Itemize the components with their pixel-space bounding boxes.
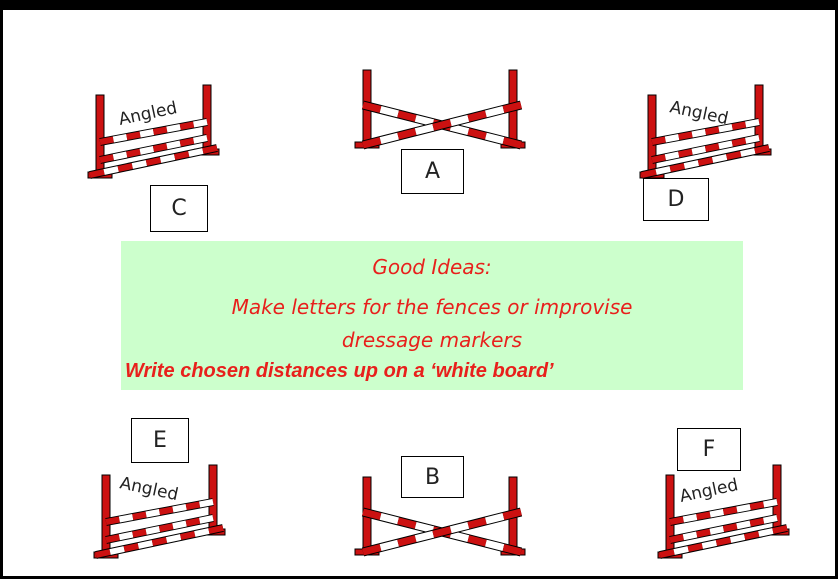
fence-e-angled: Angled	[91, 460, 231, 565]
ideas-line-3: Write chosen distances up on a ‘white bo…	[125, 360, 554, 383]
angled-fence-graphic: Angled	[637, 80, 777, 185]
fence-letter-e: E	[131, 418, 189, 463]
fence-letter-d: D	[643, 178, 709, 221]
angled-fence-graphic: Angled	[85, 80, 225, 185]
angled-label: Angled	[118, 473, 180, 505]
ideas-line-2: dressage markers	[121, 328, 743, 352]
angled-fence-graphic: Angled	[655, 460, 795, 565]
fence-letter-a: A	[401, 149, 464, 194]
ideas-title: Good Ideas:	[121, 255, 743, 279]
angled-label: Angled	[678, 475, 740, 507]
fence-a-cross	[353, 65, 533, 155]
fence-letter-c: C	[150, 185, 208, 232]
cross-fence-graphic	[353, 65, 533, 155]
fence-f-angled: Angled	[655, 460, 795, 565]
fence-c-angled: Angled	[85, 80, 225, 185]
good-ideas-panel: Good Ideas: Make letters for the fences …	[121, 241, 743, 390]
fence-d-angled: Angled	[637, 80, 777, 185]
cross-fence-graphic	[353, 472, 533, 562]
ideas-line-1: Make letters for the fences or improvise	[121, 295, 743, 319]
fence-b-cross	[353, 472, 533, 562]
angled-label: Angled	[668, 97, 730, 129]
angled-fence-graphic: Angled	[91, 460, 231, 565]
